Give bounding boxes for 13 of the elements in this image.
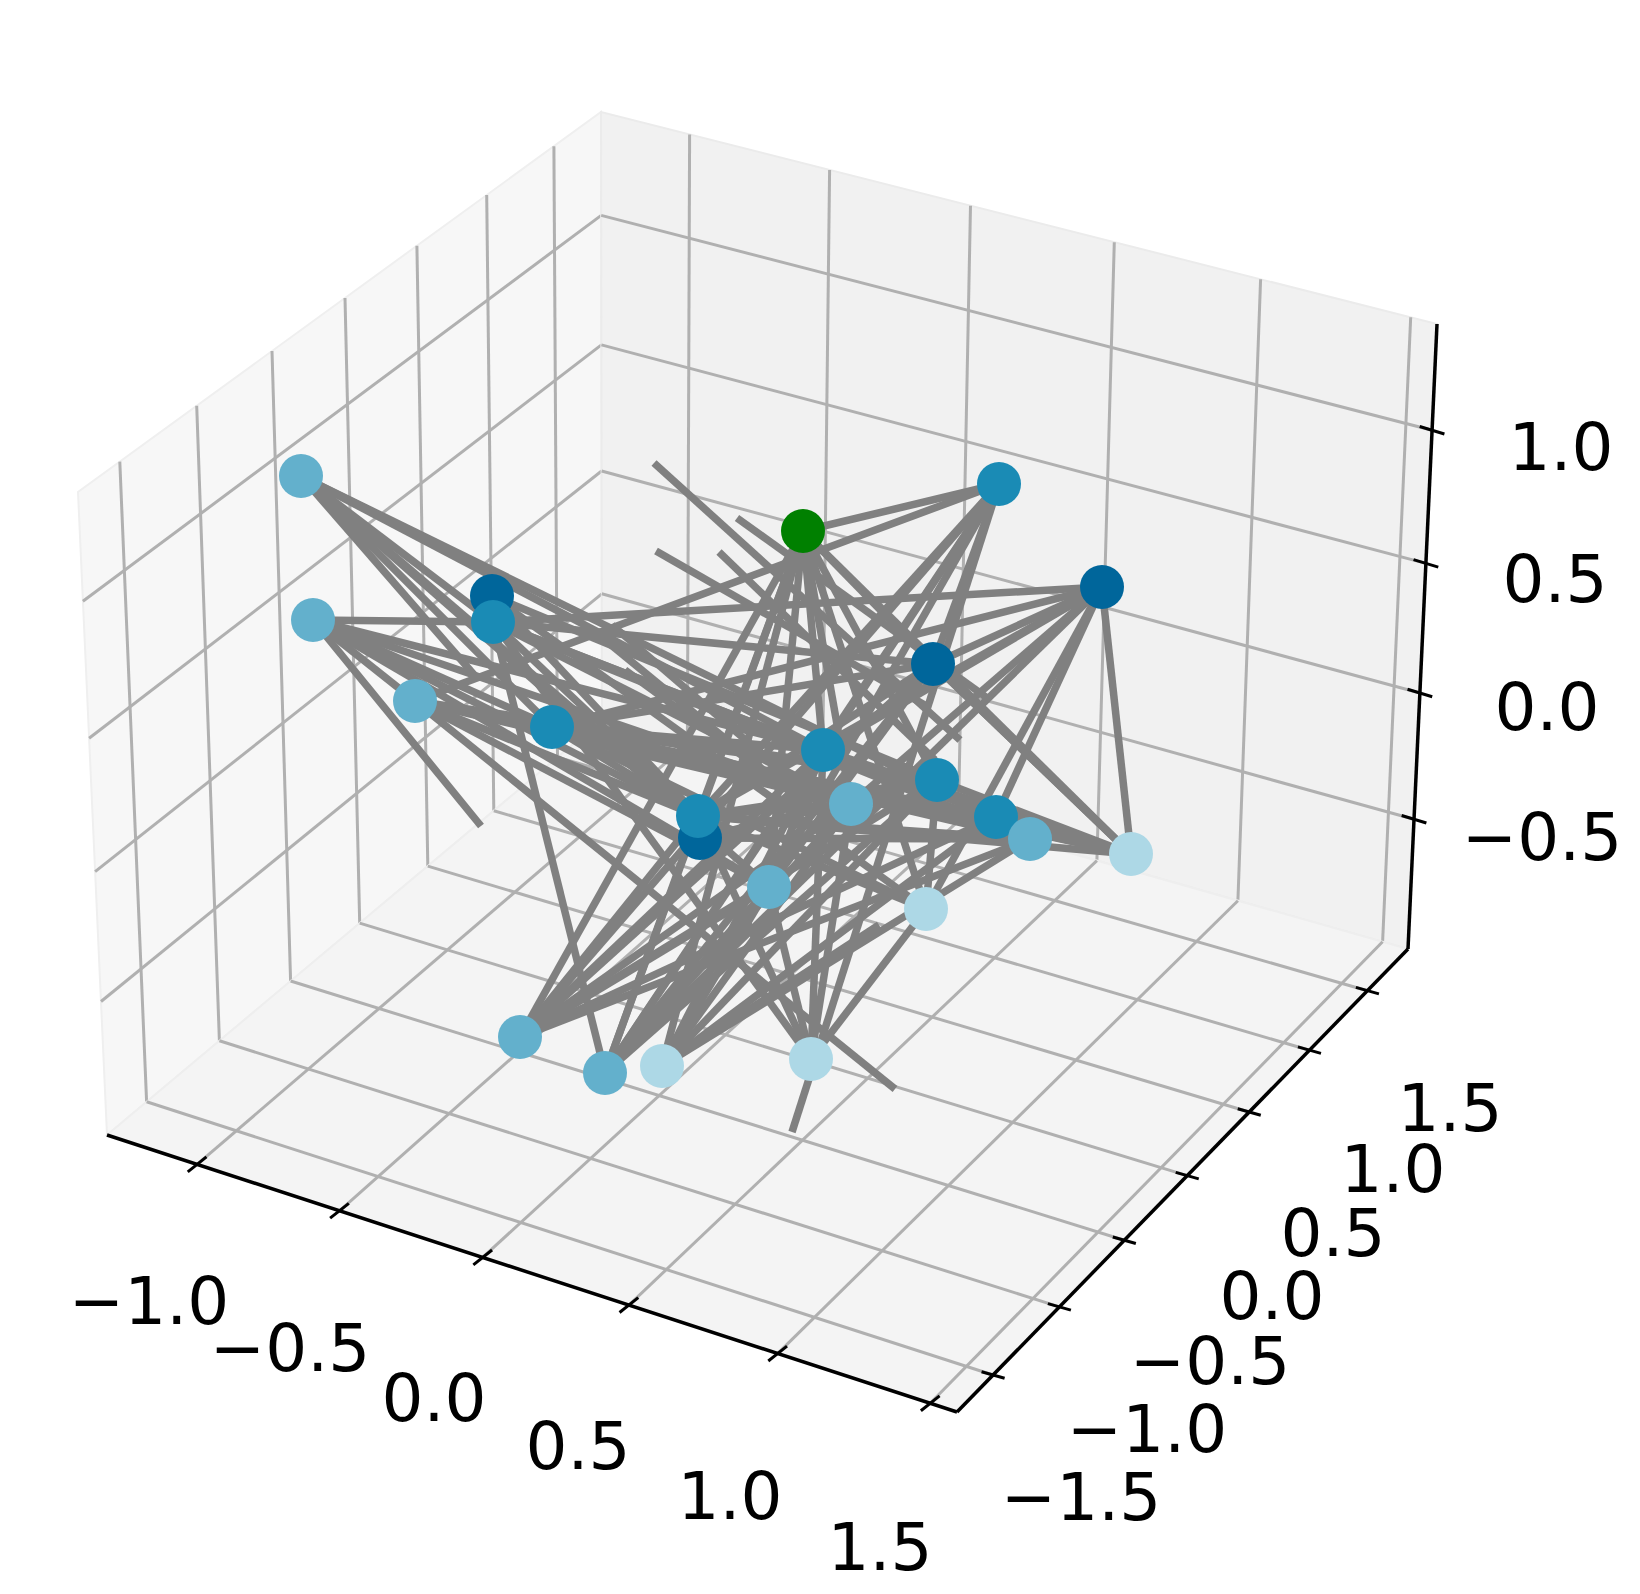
tick-label: 0.5: [525, 1414, 631, 1480]
tick-label: 0.0: [381, 1366, 487, 1432]
tick-label: 0.5: [1502, 547, 1608, 613]
tick-label: 1.0: [1508, 415, 1614, 481]
tick-label: −1.0: [1066, 1397, 1228, 1463]
tick-label: −1.5: [1000, 1465, 1162, 1531]
tick-label: 0.0: [1494, 675, 1600, 741]
tick-label: 0.0: [1219, 1264, 1325, 1330]
tick-label: 0.5: [1280, 1201, 1386, 1267]
tick-label: 1.5: [827, 1515, 933, 1581]
tick-label: 1.0: [677, 1464, 783, 1530]
tick-label: −0.5: [1129, 1329, 1291, 1395]
tick-label: −0.5: [1461, 805, 1623, 871]
